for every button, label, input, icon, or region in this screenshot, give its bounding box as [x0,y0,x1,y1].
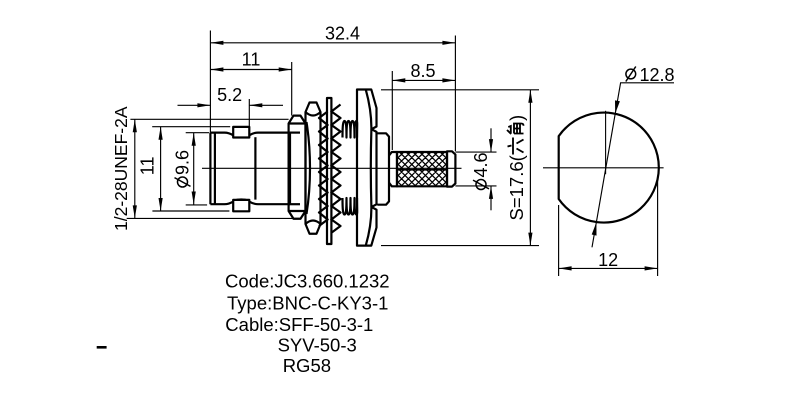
svg-text:8.5: 8.5 [410,61,435,81]
svg-text:1/2-28UNEF-2A: 1/2-28UNEF-2A [111,106,131,231]
svg-text:12.8: 12.8 [640,65,675,85]
svg-text:S=17.6(: S=17.6( [506,154,527,220]
svg-text:4.6: 4.6 [471,152,491,177]
svg-text:5.2: 5.2 [217,85,242,105]
svg-text:Code:JC3.660.1232: Code:JC3.660.1232 [225,270,390,291]
svg-text:): ) [506,115,527,121]
svg-text:11: 11 [138,157,158,176]
svg-text:Type:BNC-C-KY3-1: Type:BNC-C-KY3-1 [227,292,388,313]
svg-text:11: 11 [242,50,261,70]
svg-text:SYV-50-3: SYV-50-3 [278,335,357,356]
svg-text:12: 12 [598,250,618,270]
svg-text:RG58: RG58 [283,355,331,376]
svg-text:Cable:SFF-50-3-1: Cable:SFF-50-3-1 [225,314,373,335]
svg-text:9.6: 9.6 [173,150,193,175]
svg-text:32.4: 32.4 [325,23,360,43]
